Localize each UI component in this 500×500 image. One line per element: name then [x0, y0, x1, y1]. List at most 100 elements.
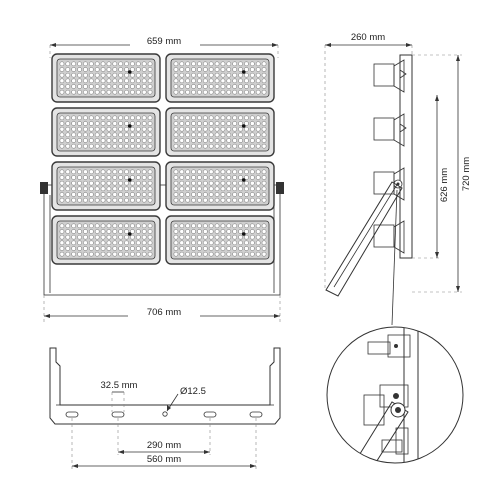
- led-chip: [100, 61, 106, 67]
- led-chip: [261, 229, 267, 234]
- led-chip: [244, 192, 249, 197]
- led-chip: [226, 126, 232, 132]
- led-chip: [250, 132, 255, 138]
- led-chip: [89, 229, 94, 234]
- led-chip: [89, 126, 94, 132]
- led-chip: [106, 143, 112, 149]
- led-chip: [208, 84, 214, 89]
- led-chip: [136, 240, 141, 246]
- led-chip: [118, 89, 123, 95]
- led-chip: [244, 126, 249, 132]
- led-chip: [226, 180, 232, 186]
- led-chip: [191, 121, 196, 126]
- led-chip: [94, 138, 100, 143]
- led-chip: [147, 169, 153, 175]
- led-chip: [232, 180, 237, 186]
- led-chip: [65, 121, 71, 126]
- module-marker: [127, 124, 132, 128]
- led-chip: [83, 197, 88, 203]
- led-chip: [83, 229, 88, 234]
- led-chip: [106, 138, 112, 143]
- led-module: [165, 161, 275, 211]
- led-chip: [244, 78, 249, 84]
- led-chip: [226, 229, 232, 234]
- led-chip: [124, 67, 129, 72]
- led-chip: [100, 186, 106, 192]
- led-chip: [141, 67, 147, 72]
- led-chip: [71, 223, 76, 229]
- led-chip: [83, 121, 88, 126]
- led-chip: [226, 186, 232, 192]
- led-chip: [208, 143, 214, 149]
- led-chip: [83, 132, 88, 138]
- height-label: 720 mm: [461, 157, 472, 191]
- led-chip: [214, 143, 220, 149]
- led-chip: [185, 180, 190, 186]
- led-chip: [244, 61, 249, 67]
- led-chip: [118, 186, 123, 192]
- led-chip: [244, 121, 249, 126]
- led-chip: [214, 192, 220, 197]
- led-chip: [191, 126, 196, 132]
- led-chip: [191, 223, 196, 229]
- led-chip: [94, 186, 100, 192]
- led-chip: [220, 192, 226, 197]
- led-chip: [250, 121, 255, 126]
- panel-width-dimension: 659 mm: [49, 34, 279, 58]
- led-chip: [238, 251, 243, 257]
- module-height-label: 626 mm: [439, 168, 450, 202]
- led-chip: [173, 89, 179, 95]
- led-chip: [179, 126, 185, 132]
- led-chip: [191, 186, 196, 192]
- led-chip: [124, 115, 129, 121]
- led-chip: [238, 223, 243, 229]
- led-chip: [89, 132, 94, 138]
- led-chip: [208, 121, 214, 126]
- slot-spacing-dimension: 560 mm: [72, 454, 256, 468]
- led-chip: [250, 197, 255, 203]
- led-chip: [94, 246, 100, 251]
- led-chip: [261, 89, 267, 95]
- led-chip: [141, 72, 147, 78]
- led-chip: [94, 197, 100, 203]
- led-chip: [112, 72, 118, 78]
- led-chip: [130, 61, 135, 67]
- detail-leader-line: [391, 189, 398, 326]
- led-chip: [220, 126, 226, 132]
- led-chip: [141, 143, 147, 149]
- led-chip: [130, 89, 135, 95]
- led-chip: [179, 246, 185, 251]
- led-chip: [112, 84, 118, 89]
- led-chip: [118, 132, 123, 138]
- led-chip: [208, 115, 214, 121]
- led-chip: [244, 246, 249, 251]
- led-chip: [83, 89, 88, 95]
- led-chip: [136, 229, 141, 234]
- led-chip: [106, 84, 112, 89]
- led-chip: [130, 84, 135, 89]
- led-chip: [191, 240, 196, 246]
- led-chip: [232, 192, 237, 197]
- led-chip: [226, 72, 232, 78]
- led-chip: [244, 72, 249, 78]
- led-chip: [203, 186, 208, 192]
- led-chip: [136, 126, 141, 132]
- led-chip: [106, 186, 112, 192]
- led-chip: [214, 84, 220, 89]
- led-chip: [59, 72, 65, 78]
- led-chip: [71, 78, 76, 84]
- led-chip: [238, 132, 243, 138]
- led-chip: [106, 89, 112, 95]
- led-chip: [208, 78, 214, 84]
- led-chip: [203, 197, 208, 203]
- led-chip: [250, 223, 255, 229]
- led-chip: [255, 121, 261, 126]
- led-chip: [124, 223, 129, 229]
- led-chip: [244, 169, 249, 175]
- led-chip: [100, 78, 106, 84]
- led-chip: [179, 197, 185, 203]
- led-chip: [197, 143, 202, 149]
- led-chip: [130, 246, 135, 251]
- led-chip: [65, 229, 71, 234]
- led-module: [165, 107, 275, 157]
